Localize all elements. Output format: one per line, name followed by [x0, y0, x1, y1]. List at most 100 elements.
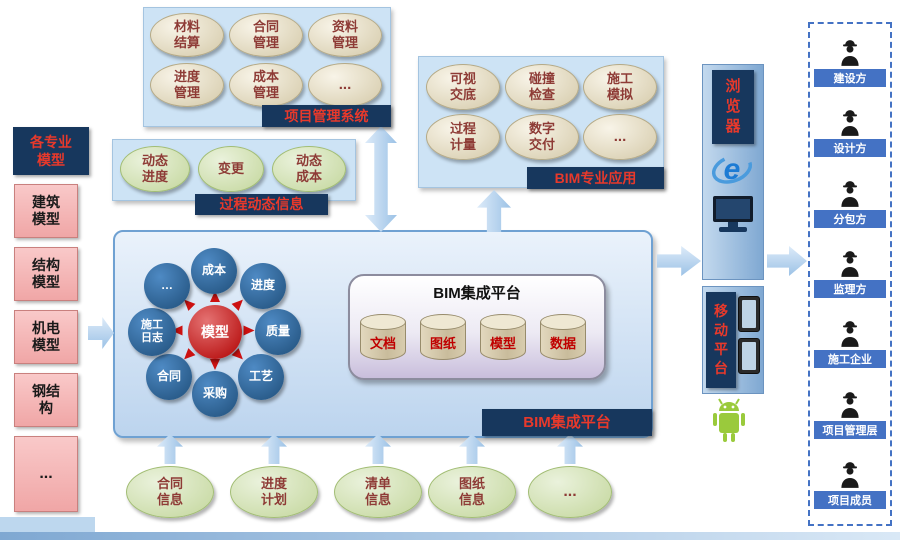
worker-icon — [841, 321, 859, 348]
cylinder-top — [360, 314, 406, 330]
left-panel-header-label: 各专业模型 — [30, 133, 72, 168]
spoke-arrow — [210, 359, 220, 370]
worker-icon — [841, 251, 859, 277]
pm-system-title: 项目管理系统 — [262, 105, 391, 127]
arrow-input-up — [157, 434, 183, 464]
stakeholder-designer: 设计方 — [814, 109, 886, 158]
hub-node-label: 成本 — [201, 263, 226, 278]
spoke-arrow — [243, 325, 255, 336]
process-info-title-label: 过程动态信息 — [219, 196, 304, 213]
hub-center-model: 模型 — [188, 305, 242, 359]
stakeholder-members: 项目成员 — [814, 461, 886, 509]
process-info-title: 过程动态信息 — [195, 194, 328, 215]
mobile-title: 移动平台 — [706, 292, 736, 388]
pm-item-more: ... — [308, 63, 382, 107]
stakeholder-contractor: 施工企业 — [814, 320, 886, 369]
database-drawings: 图纸 — [420, 314, 468, 362]
worker-icon — [841, 40, 859, 67]
stakeholder-label: 监理方 — [814, 279, 886, 298]
database-label: 数据 — [549, 336, 576, 351]
cylinder-top — [480, 314, 526, 330]
pm-item-document-mgmt: 资料管理 — [308, 13, 382, 57]
browser-title: 浏览器 — [712, 70, 754, 144]
monitor-stand — [728, 222, 738, 227]
process-item-label: 动态进度 — [141, 153, 168, 184]
model-box-mep: 机电模型 — [14, 310, 78, 364]
android-icon — [706, 396, 752, 453]
stakeholder-label: 设计方 — [814, 139, 886, 158]
cylinder-top — [540, 314, 586, 330]
bim-app-digital-delivery: 数字交付 — [505, 114, 579, 160]
pm-item-material-settlement: 材料结算 — [150, 13, 224, 57]
bim-app-visual-briefing: 可视交底 — [426, 64, 500, 110]
input-more: ... — [528, 466, 612, 518]
hub-center-label: 模型 — [201, 323, 229, 340]
pm-system-title-label: 项目管理系统 — [284, 107, 369, 124]
model-box-label: ... — [39, 465, 53, 482]
computer-icon — [711, 196, 755, 232]
pm-item-label: ... — [338, 76, 352, 93]
bim-app-label: 碰撞检查 — [528, 71, 555, 102]
process-item-dynamic-schedule: 动态进度 — [120, 146, 190, 192]
input-contract-info: 合同信息 — [126, 466, 214, 518]
cylinder-top — [420, 314, 466, 330]
stakeholder-management: 项目管理层 — [814, 391, 886, 439]
process-item-label: 动态成本 — [295, 153, 322, 184]
arrow-pm-platform-bidirectional — [365, 126, 397, 232]
ie-browser-icon: e — [710, 148, 754, 195]
input-schedule-plan: 进度计划 — [230, 466, 318, 518]
hub-node-label: 进度 — [250, 278, 275, 293]
stakeholder-label: 项目管理层 — [814, 420, 886, 439]
arrow-platform-to-apps — [477, 190, 511, 232]
database-data: 数据 — [540, 314, 588, 362]
process-item-change: 变更 — [198, 146, 264, 192]
hub-node-construction-log: 施工日志 — [128, 308, 176, 356]
hub-node-label: 施工日志 — [141, 319, 163, 344]
stakeholder-label: 建设方 — [814, 69, 886, 88]
stakeholder-label: 项目成员 — [814, 490, 886, 509]
model-box-more: ... — [14, 436, 78, 512]
arrow-platform-to-channels — [657, 246, 701, 276]
hub-node-procurement: 采购 — [192, 371, 238, 417]
bim-app-label: 施工模拟 — [606, 71, 633, 102]
stakeholders-column: 建设方 设计方 分包方 监理方 施工企业 — [808, 22, 892, 526]
stakeholder-supervisor: 监理方 — [814, 250, 886, 298]
pm-item-schedule-mgmt: 进度管理 — [150, 63, 224, 107]
model-box-architecture: 建筑模型 — [14, 184, 78, 238]
hub-node-craft: 工艺 — [238, 354, 284, 400]
process-item-label: 变更 — [217, 161, 244, 177]
left-panel-header: 各专业模型 — [13, 127, 89, 175]
pm-item-label: 材料结算 — [173, 19, 200, 50]
tablet-icon — [738, 338, 760, 374]
hub-node-label: 合同 — [156, 369, 181, 384]
bim-app-label: 数字交付 — [528, 121, 555, 152]
platform-title: BIM集成平台 — [482, 409, 652, 436]
stakeholder-owner: 建设方 — [814, 39, 886, 88]
model-box-label: 建筑模型 — [32, 193, 60, 228]
database-documents: 文档 — [360, 314, 408, 362]
browser-title-label: 浏览器 — [725, 77, 741, 136]
platform-title-label: BIM集成平台 — [523, 413, 611, 431]
hub-node-more: … — [144, 263, 190, 309]
monitor-screen — [713, 196, 753, 222]
stakeholder-subcontractor: 分包方 — [814, 180, 886, 228]
stakeholder-label: 施工企业 — [814, 350, 886, 369]
hub-node-quality: 质量 — [255, 309, 301, 355]
worker-icon — [841, 461, 859, 488]
bim-apps-title: BIM专业应用 — [527, 167, 664, 189]
arrow-input-up — [261, 434, 287, 464]
bim-apps-title-label: BIM专业应用 — [554, 169, 637, 186]
arrow-input-up — [557, 434, 583, 464]
model-box-label: 结构模型 — [32, 256, 60, 291]
pm-item-cost-mgmt: 成本管理 — [229, 63, 303, 107]
input-drawing-info: 图纸信息 — [428, 466, 516, 518]
database-label: 模型 — [489, 336, 516, 351]
bim-app-more: ... — [583, 114, 657, 160]
worker-icon — [841, 391, 859, 418]
input-label: 进度计划 — [260, 476, 287, 507]
arrow-input-up — [365, 434, 391, 464]
pm-item-label: 资料管理 — [331, 19, 358, 50]
worker-icon — [841, 110, 859, 137]
bim-app-label: ... — [613, 128, 627, 145]
